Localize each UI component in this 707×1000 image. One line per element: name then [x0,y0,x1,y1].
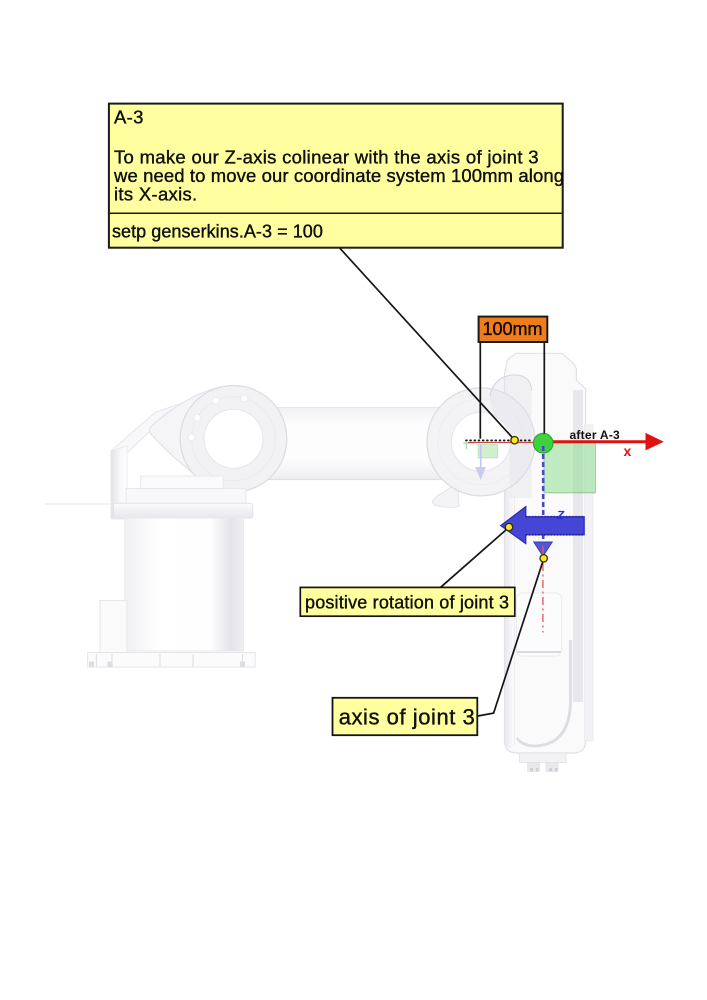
svg-text:x: x [624,443,632,459]
svg-text:100mm: 100mm [483,319,543,339]
svg-text:its X-axis.: its X-axis. [114,184,197,205]
svg-text:A-3: A-3 [114,107,144,128]
svg-text:positive rotation of joint 3: positive rotation of joint 3 [305,593,509,613]
svg-text:after A-3: after A-3 [570,428,621,442]
svg-text:axis of joint 3: axis of joint 3 [339,705,476,730]
svg-text:To make our Z-axis colinear wi: To make our Z-axis colinear with the axi… [114,147,539,168]
svg-text:we need to move our coordinate: we need to move our coordinate system 10… [113,165,564,186]
svg-text:setp genserkins.A-3 = 100: setp genserkins.A-3 = 100 [112,221,323,241]
svg-text:z: z [556,506,565,523]
